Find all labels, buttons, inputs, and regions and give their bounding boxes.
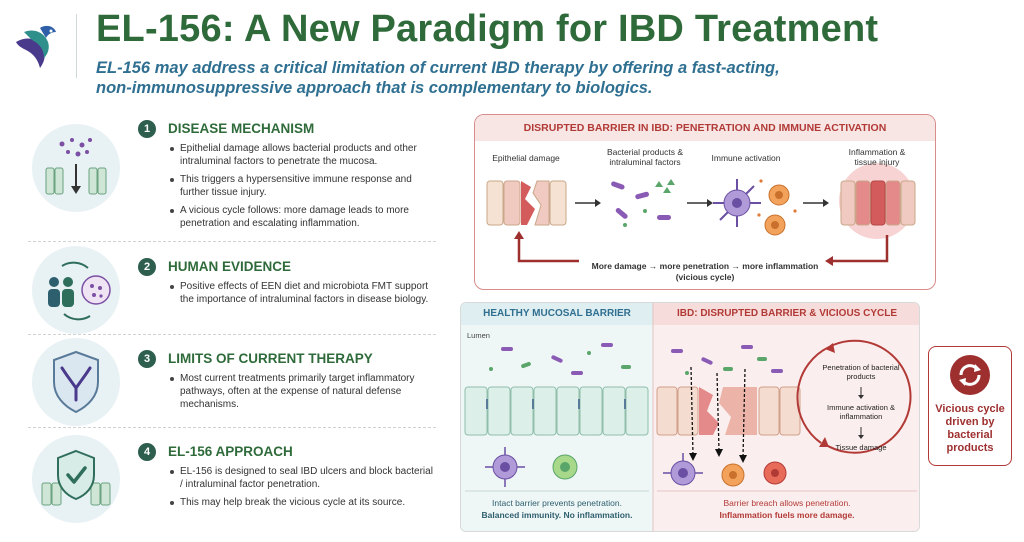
healthy-footer-text: Intact barrier prevents penetration. xyxy=(492,498,622,508)
section-number: 2 xyxy=(138,258,156,276)
bullet-item: A vicious cycle follows: more damage lea… xyxy=(168,204,438,230)
bullet-list: EL-156 is designed to seal IBD ulcers an… xyxy=(168,465,438,514)
page-subtitle: EL-156 may address a critical limitation… xyxy=(96,59,780,97)
header-divider xyxy=(76,14,77,78)
section-disease-mechanism: 1 DISEASE MECHANISM Epithelial damage al… xyxy=(10,120,440,236)
section-divider xyxy=(28,241,436,242)
bullet-item: Epithelial damage allows bacterial produ… xyxy=(168,142,438,168)
section-limits-therapy: 3 LIMITS OF CURRENT THERAPY Most current… xyxy=(10,338,440,426)
section-heading: EL-156 APPROACH xyxy=(168,444,293,459)
section-el156-approach: 4 EL-156 APPROACH EL-156 is designed to … xyxy=(10,435,440,533)
section-number: 1 xyxy=(138,120,156,138)
section-heading: DISEASE MECHANISM xyxy=(168,121,315,136)
healthy-barrier-title: HEALTHY MUCOSAL BARRIER xyxy=(461,303,653,325)
barrier-disruption-panel: DISRUPTED BARRIER IN IBD: PENETRATION AN… xyxy=(474,114,936,290)
section-heading: LIMITS OF CURRENT THERAPY xyxy=(168,351,373,366)
section-heading: HUMAN EVIDENCE xyxy=(168,259,292,274)
section-number: 4 xyxy=(138,443,156,461)
section-divider xyxy=(28,427,436,428)
healthy-footer-bold: Balanced immunity. No inflammation. xyxy=(481,510,633,520)
ibd-footer-bold: Inflammation fuels more damage. xyxy=(719,510,855,520)
ibd-footer: Barrier breach allows penetration. Infla… xyxy=(653,497,919,521)
step-label: Epithelial damage xyxy=(492,153,560,163)
step-label: Bacterial products & intraluminal factor… xyxy=(606,147,684,167)
loop-subtext: (vicious cycle) xyxy=(675,272,735,282)
people-microbiota-icon xyxy=(32,246,120,334)
cycle-step: Immune activation & inflammation xyxy=(827,403,895,421)
bullet-list: Positive effects of EEN diet and microbi… xyxy=(168,280,438,311)
cycle-step: Tissue damage xyxy=(835,443,887,452)
step-label: Immune activation xyxy=(711,153,781,163)
bullet-list: Epithelial damage allows bacterial produ… xyxy=(168,142,438,235)
barrier-comparison-illustration xyxy=(464,303,917,531)
section-number: 3 xyxy=(138,350,156,368)
healthy-footer: Intact barrier prevents penetration. Bal… xyxy=(461,497,653,521)
immune-cells xyxy=(713,179,797,236)
cycle-step: Penetration of bacterial products xyxy=(822,363,900,381)
epithelium-penetration-icon xyxy=(32,124,120,212)
section-human-evidence: 2 HUMAN EVIDENCE Positive effects of EEN… xyxy=(10,246,440,334)
bullet-item: EL-156 is designed to seal IBD ulcers an… xyxy=(168,465,438,491)
vicious-cycle-badge: Vicious cycle driven by bacterial produc… xyxy=(928,346,1012,466)
badge-text: Vicious cycle driven by bacterial produc… xyxy=(935,403,1005,454)
section-divider xyxy=(28,334,436,335)
panel-title: DISRUPTED BARRIER IN IBD: PENETRATION AN… xyxy=(475,115,935,141)
barrier-process-illustration xyxy=(486,163,916,266)
lumen-label: Lumen xyxy=(467,331,490,340)
page-title: EL-156: A New Paradigm for IBD Treatment xyxy=(96,8,879,50)
bullet-item: This triggers a hypersensitive immune re… xyxy=(168,173,438,199)
bullet-item: This may help break the vicious cycle at… xyxy=(168,496,438,509)
ibd-barrier-title: IBD: DISRUPTED BARRIER & VICIOUS CYCLE xyxy=(653,303,919,325)
step-label: Inflammation & tissue injury xyxy=(848,147,906,167)
bird-logo-icon xyxy=(16,25,56,68)
inflamed-tissue xyxy=(839,163,916,239)
bullet-list: Most current treatments primarily target… xyxy=(168,372,438,416)
loop-text: More damage → more penetration → more in… xyxy=(591,261,819,271)
mucosal-barrier-comparison: HEALTHY MUCOSAL BARRIER IBD: DISRUPTED B… xyxy=(460,302,920,532)
bullet-item: Most current treatments primarily target… xyxy=(168,372,438,411)
damaged-epithelium-cells xyxy=(486,180,567,226)
ibd-footer-text: Barrier breach allows penetration. xyxy=(723,498,851,508)
bullet-item: Positive effects of EEN diet and microbi… xyxy=(168,280,438,306)
vicious-cycle-label: More damage → more penetration → more in… xyxy=(555,261,855,283)
check-shield-icon xyxy=(32,435,120,523)
antibody-shield-icon xyxy=(32,338,120,426)
cycle-arrows-icon xyxy=(950,355,990,395)
